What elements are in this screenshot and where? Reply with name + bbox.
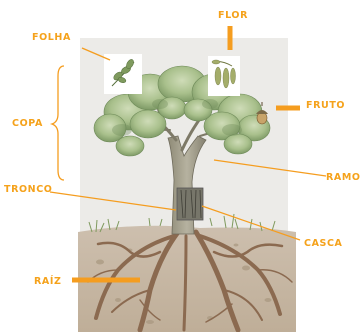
label-copa: COPA — [12, 118, 43, 129]
label-casca: CASCA — [304, 238, 343, 249]
copa-brace — [52, 66, 64, 180]
label-tronco: TRONCO — [4, 184, 52, 195]
label-fruto: FRUTO — [306, 100, 345, 111]
label-ramo: RAMO — [326, 172, 361, 183]
label-raiz: RAÍZ — [34, 276, 62, 287]
label-flor: FLOR — [218, 10, 248, 21]
label-folha: FOLHA — [32, 32, 71, 43]
